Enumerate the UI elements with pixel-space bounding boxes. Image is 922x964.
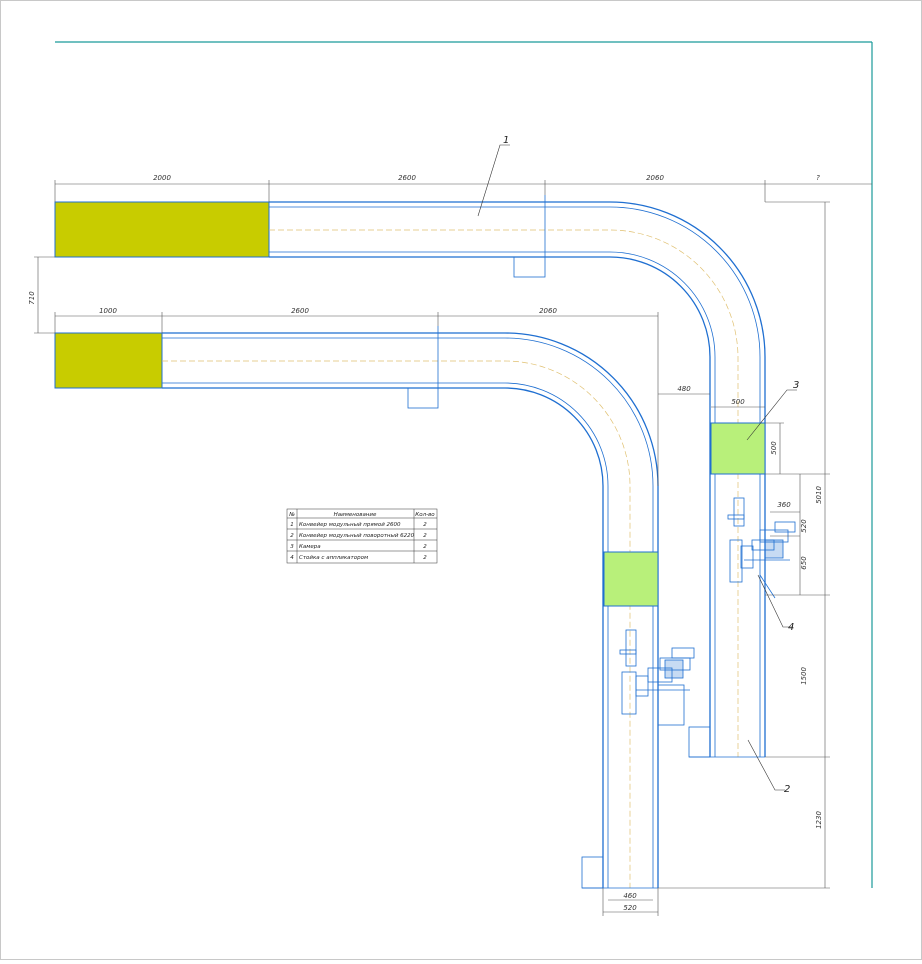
dim-520-bottom: 520 <box>623 904 637 912</box>
dim-500-height: 500 <box>770 441 778 455</box>
table-row-1-name: Конвейер модульный прямой 2600 <box>299 522 401 528</box>
callout-3: 3 <box>793 380 799 391</box>
table-row-2-name: Конвейер модульный поворотный 6220 <box>299 533 415 539</box>
dim-710: 710 <box>28 291 36 305</box>
dim-360: 360 <box>777 501 791 509</box>
applicator-upper <box>727 497 796 599</box>
camera-upper <box>710 422 766 475</box>
dim-500-width: 500 <box>731 398 745 406</box>
dim-520-right: 520 <box>800 519 808 533</box>
dim-1230: 1230 <box>815 811 823 829</box>
upper-end-unit <box>688 726 711 758</box>
table-row-1-qty: 2 <box>423 522 427 528</box>
table-header-qty: Кол-во <box>415 512 435 518</box>
dim-2600-top: 2600 <box>398 174 416 182</box>
table-row-2-number: 2 <box>290 533 294 539</box>
lower-drive-unit <box>407 387 439 409</box>
dim-1000: 1000 <box>99 307 117 315</box>
table-row-3-name: Камера <box>299 544 321 550</box>
dim-1500: 1500 <box>800 667 808 685</box>
upper-loading-zone <box>54 201 270 258</box>
table-row-4-qty: 2 <box>423 555 427 561</box>
table-row-3-number: 3 <box>290 544 294 550</box>
upper-drive-unit <box>513 256 546 278</box>
dim-2060-low: 2060 <box>539 307 557 315</box>
dim-2600-low: 2600 <box>291 307 309 315</box>
dim-2060-top: 2060 <box>646 174 664 182</box>
upper-conveyor <box>54 195 766 758</box>
lower-conveyor <box>54 326 659 889</box>
table-row-1-number: 1 <box>290 522 294 528</box>
dimension-lines <box>34 180 872 916</box>
lower-loading-zone <box>54 332 163 389</box>
dim-2000-top: 2000 <box>153 174 171 182</box>
callout-leaders <box>477 144 797 791</box>
callout-4: 4 <box>788 622 794 633</box>
table-row-3-qty: 2 <box>423 544 427 550</box>
table-header-number: № <box>288 512 295 518</box>
specification-table: № Наименование Кол-во 1 Конвейер модульн… <box>286 508 438 564</box>
lower-end-unit <box>581 856 604 889</box>
camera-lower <box>603 551 659 607</box>
dim-480: 480 <box>677 385 691 393</box>
dim-650: 650 <box>800 556 808 570</box>
table-row-4-number: 4 <box>290 555 294 561</box>
table-row-2-qty: 2 <box>423 533 427 539</box>
dim-unknown-top: ? <box>816 174 820 182</box>
table-header-name: Наименование <box>334 512 377 518</box>
table-row-4-name: Стойка с аппликатором <box>299 555 368 561</box>
dim-460: 460 <box>623 892 637 900</box>
applicator-lower <box>619 629 695 726</box>
callout-2: 2 <box>784 784 790 795</box>
dim-5010: 5010 <box>815 486 823 504</box>
callout-1: 1 <box>503 135 509 146</box>
